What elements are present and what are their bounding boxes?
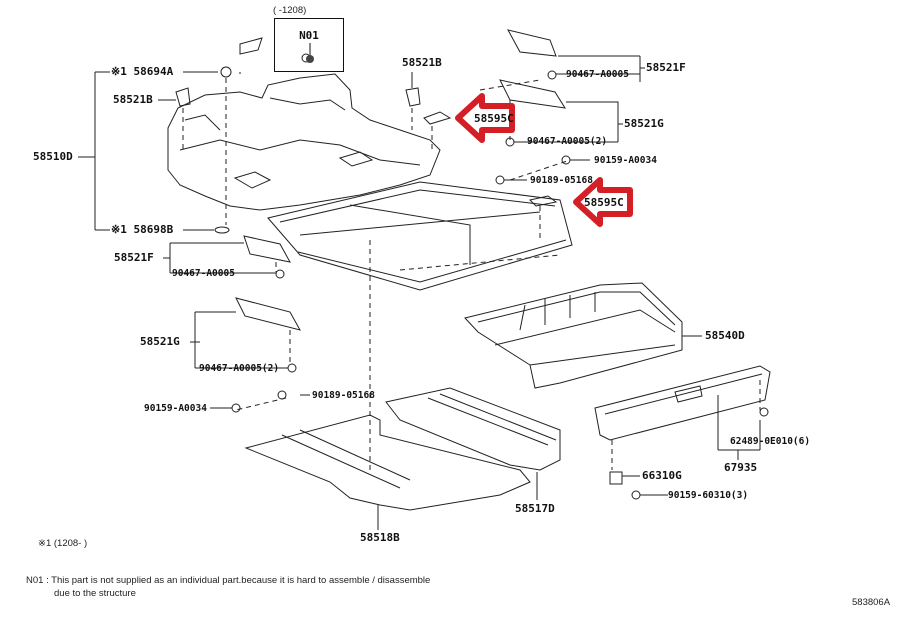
part-label-58521f-right[interactable]: 58521F [646, 61, 686, 74]
nut-icon [306, 43, 314, 63]
part-label-90189-05168-left[interactable]: 90189-05168 [312, 390, 375, 401]
part-label-58694a[interactable]: ※1 58694A [111, 65, 174, 78]
part-label-58518b[interactable]: 58518B [360, 531, 400, 544]
highlight-arrow-top [455, 93, 515, 143]
under-cover-58518b [244, 414, 531, 511]
part-label-58521g-right[interactable]: 58521G [624, 117, 664, 130]
part-label-90467-a0005-left[interactable]: 90467-A0005 [172, 268, 235, 279]
part-label-58698b[interactable]: ※1 58698B [111, 223, 174, 236]
inset-range-label: ( -1208) [273, 5, 307, 16]
part-label-90159-a0034-left[interactable]: 90159-A0034 [144, 403, 207, 414]
part-label-62489-0e010[interactable]: 62489-0E010(6) [730, 436, 811, 447]
part-label-58521b-left[interactable]: 58521B [113, 93, 153, 106]
center-floor-panel [267, 181, 573, 291]
n01-inset-box: N01 [274, 18, 344, 72]
part-label-90159-a0034-right[interactable]: 90159-A0034 [594, 155, 657, 166]
part-label-90189-05168-right[interactable]: 90189-05168 [530, 175, 593, 186]
n01-inset-code: N01 [299, 29, 319, 42]
floor-cover-58510d [167, 73, 441, 211]
part-label-58521b-top[interactable]: 58521B [402, 56, 442, 69]
range-note: ※1 (1208- ) [38, 538, 88, 549]
part-label-58595c-bottom[interactable]: 58595C [584, 196, 624, 209]
part-label-58595c-top[interactable]: 58595C [474, 112, 514, 125]
part-label-67935[interactable]: 67935 [724, 461, 758, 474]
highlight-arrows [455, 93, 633, 227]
part-label-90467-a0005-2-left[interactable]: 90467-A0005(2) [199, 363, 280, 374]
part-label-90467-a0005-right[interactable]: 90467-A0005 [566, 69, 629, 80]
n01-note-line2: due to the structure [54, 588, 136, 599]
n01-note-line1: N01 : This part is not supplied as an in… [26, 575, 431, 586]
part-label-58521f-left[interactable]: 58521F [114, 251, 154, 264]
part-label-58510d[interactable]: 58510D [33, 150, 73, 163]
part-label-58517d[interactable]: 58517D [515, 502, 555, 515]
rear-sill-67935 [594, 365, 771, 441]
highlight-arrow-bottom [573, 177, 633, 227]
rear-tub-58540d [464, 282, 683, 389]
figure-id: 583806A [852, 597, 891, 608]
part-label-66310g[interactable]: 66310G [642, 469, 682, 482]
under-cover-58517d [385, 387, 561, 471]
part-label-90467-a0005-2-right[interactable]: 90467-A0005(2) [527, 136, 608, 147]
part-label-58540d[interactable]: 58540D [705, 329, 745, 342]
part-label-58521g-left[interactable]: 58521G [140, 335, 180, 348]
part-label-90159-60310[interactable]: 90159-60310(3) [668, 490, 749, 501]
